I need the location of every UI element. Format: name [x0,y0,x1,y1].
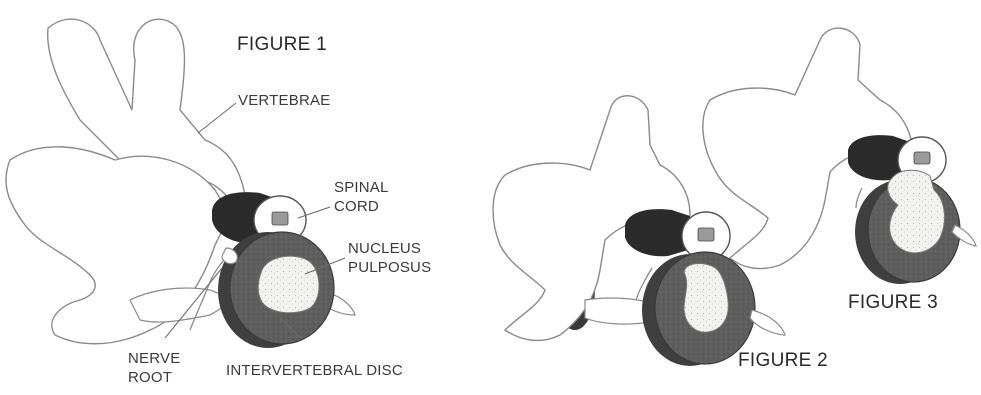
label-nucleus-line2: PULPOSUS [348,259,431,277]
figure-3-title: FIGURE 3 [848,292,938,314]
label-intervertebral-disc: INTERVERTEBRAL DISC [226,362,403,380]
label-nerve-root-line2: ROOT [128,369,172,387]
label-nucleus-line1: NUCLEUS [348,240,421,258]
figure-3-vertebra [703,28,976,284]
leader-vertebrae [198,103,236,133]
label-spinal-cord-line2: CORD [334,198,379,216]
spinal-cord-grey-matter [272,212,288,225]
figure-1-vertebra [6,19,355,348]
figure-1-title: FIGURE 1 [237,34,327,56]
fig3-grey-matter [914,152,930,164]
label-vertebrae: VERTEBRAE [238,92,330,110]
nucleus-pulposus [258,256,319,313]
fig2-grey-matter [698,228,714,241]
fig3-nerve-root [856,188,862,208]
figure-2-title: FIGURE 2 [738,350,828,372]
label-spinal-cord-line1: SPINAL [334,179,389,197]
fig2-right-spike [750,310,785,335]
fig2-spinal-cord-sheath [625,209,690,256]
fig3-nucleus-herniation [888,170,945,253]
label-nerve-root-line1: NERVE [128,350,180,368]
